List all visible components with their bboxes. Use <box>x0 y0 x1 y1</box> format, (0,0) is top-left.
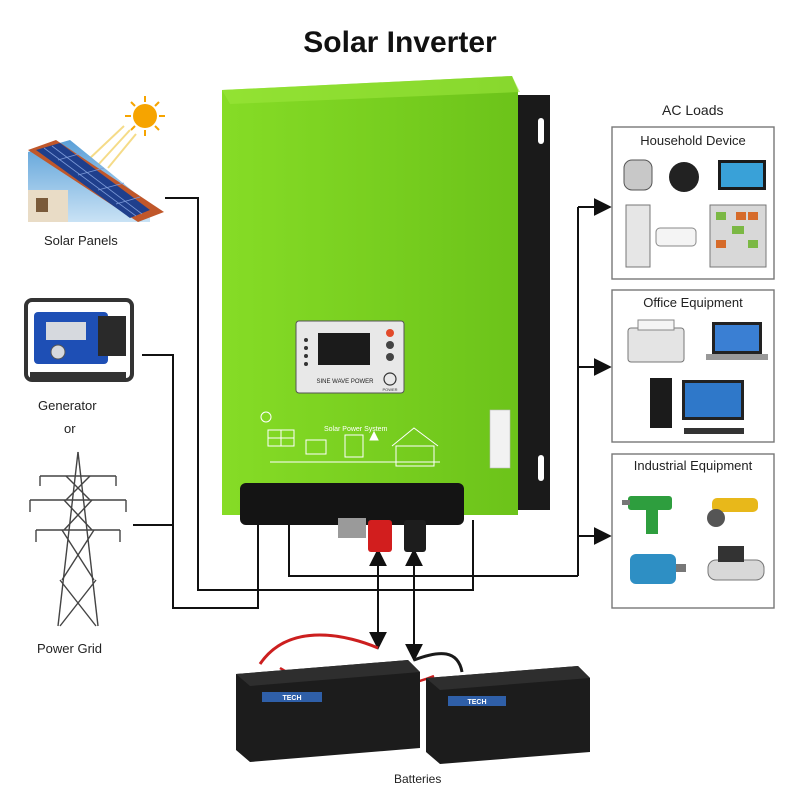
electric-motor-icon <box>630 554 676 584</box>
page-title: Solar Inverter <box>303 26 497 59</box>
indicator-leds <box>304 338 308 366</box>
spec-sticker <box>489 409 511 469</box>
rice-cooker-icon <box>623 159 653 191</box>
label-solar-panels: Solar Panels <box>44 233 118 248</box>
inverter-unit: POWER SINE WAVE POWER Solar Power System <box>222 76 550 552</box>
power-button-icon <box>383 372 397 386</box>
office-equipment-icons <box>627 319 768 434</box>
pc-tower-icon <box>650 378 672 428</box>
system-label: Solar Power System <box>324 426 388 433</box>
power-grid-tower-image <box>29 451 127 627</box>
panel-label: SINE WAVE POWER <box>316 379 374 385</box>
industrial-equipment-icons <box>622 496 765 584</box>
label-household-device: Household Device <box>640 133 746 148</box>
label-power-grid: Power Grid <box>37 641 103 656</box>
air-conditioner-icon <box>655 227 697 247</box>
wire-solar <box>165 197 474 591</box>
solar-panel-array <box>36 143 150 218</box>
wiring <box>133 197 612 662</box>
generator-image <box>24 298 134 382</box>
industrial-box <box>611 453 775 609</box>
wire-generator <box>142 354 174 525</box>
label-or: or <box>64 421 76 436</box>
solar-panels-image <box>28 96 165 222</box>
keyboard-icon <box>684 428 744 434</box>
cooktop-icon <box>669 162 699 192</box>
positive-terminal <box>368 520 392 552</box>
drill-icon <box>628 496 672 510</box>
power-label: POWER <box>382 387 397 392</box>
panel-buttons <box>386 329 394 361</box>
household-device-icons <box>623 159 767 268</box>
refrigerator-icon <box>625 204 651 268</box>
label-industrial-equipment: Industrial Equipment <box>633 458 753 473</box>
lcd-screen <box>318 333 370 365</box>
battery-1-brand: TECH <box>282 695 301 702</box>
wire-grid <box>133 520 259 609</box>
load-boxes <box>611 126 775 609</box>
mounting-bracket <box>512 95 550 510</box>
battery-bank: TECH TECH <box>236 633 590 764</box>
battery-2 <box>426 666 590 764</box>
sun-icon <box>87 96 165 169</box>
battery-1 <box>236 660 420 762</box>
negative-terminal <box>404 520 426 552</box>
battery-2-brand: TECH <box>467 699 486 706</box>
label-office-equipment: Office Equipment <box>643 295 743 310</box>
black-battery-cable <box>413 652 464 673</box>
label-generator: Generator <box>38 398 97 413</box>
label-ac-loads: AC Loads <box>662 102 724 118</box>
red-battery-cable <box>258 633 379 665</box>
label-batteries: Batteries <box>394 772 442 786</box>
wire-ac-out <box>288 520 578 577</box>
solar-system-decal <box>260 411 440 467</box>
inverter-body <box>222 76 518 515</box>
angle-grinder-icon <box>712 498 758 512</box>
air-compressor-icon <box>707 559 765 581</box>
inverter-base <box>240 483 464 525</box>
printer-icon <box>627 327 685 363</box>
